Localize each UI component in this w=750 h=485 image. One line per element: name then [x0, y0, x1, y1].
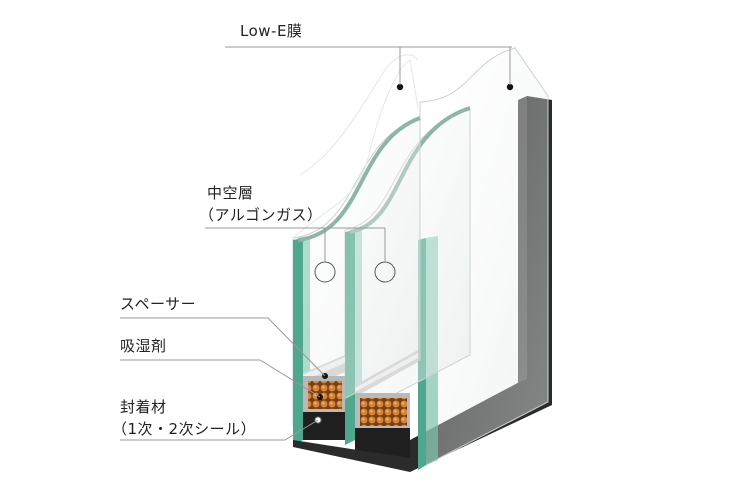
sealant-detail-label: （1次・2次シール）	[112, 420, 257, 438]
desiccant-right	[360, 398, 407, 426]
spacer-left	[303, 355, 345, 440]
lowe-film-label: Low-E膜	[240, 22, 303, 40]
sealant-base	[293, 440, 410, 472]
spacer-right	[355, 350, 418, 458]
argon-gas-label: （アルゴンガス）	[199, 206, 323, 224]
sealant-label: 封着材	[120, 398, 167, 416]
desiccant-left	[308, 381, 342, 409]
lowe-dot-1	[396, 83, 404, 91]
lowe-dot-2	[506, 83, 514, 91]
spacer-label: スペーサー	[120, 295, 197, 313]
glass-silhouette	[299, 54, 419, 176]
leader-lines	[120, 46, 512, 441]
hollow-layer-label: 中空層	[207, 184, 254, 202]
desiccant-label: 吸湿剤	[120, 337, 167, 355]
